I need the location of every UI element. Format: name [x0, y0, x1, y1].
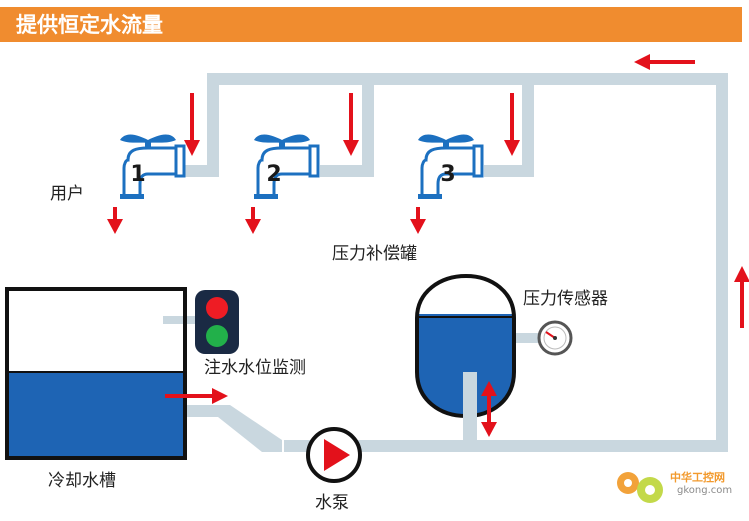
arrow-out-3-icon — [410, 207, 426, 234]
pump-icon — [306, 427, 362, 483]
arrow-down-1-icon — [184, 93, 200, 156]
tank-water — [7, 372, 185, 458]
arrow-right-up-icon — [734, 266, 749, 328]
faucet-number-1: 1 — [130, 162, 145, 187]
arrow-down-2-icon — [343, 93, 359, 156]
watermark-text-en: gkong.com — [677, 485, 733, 496]
label-cooling-tank: 冷却水槽 — [48, 471, 116, 491]
level-monitor — [195, 290, 239, 354]
label-pump: 水泵 — [315, 493, 349, 513]
traffic-light-body — [195, 290, 239, 354]
flow-arrows — [107, 54, 749, 437]
green-light-icon — [206, 325, 228, 347]
branch-pipe-2 — [320, 165, 374, 177]
cooling-tank — [5, 287, 187, 460]
sensor-pipe — [510, 333, 540, 343]
right-pipe — [716, 73, 728, 452]
pressure-gauge-icon — [537, 320, 573, 356]
label-level-monitor: 注水水位监测 — [204, 358, 306, 378]
drop-pipe-1 — [207, 73, 219, 177]
arrow-tank-outflow-icon — [165, 388, 228, 404]
arrow-down-3-icon — [504, 93, 520, 156]
label-pressure-sensor: 压力传感器 — [523, 289, 608, 309]
arrow-out-1-icon — [107, 207, 123, 234]
arrow-top-left-icon — [634, 54, 695, 70]
level-sensor-pipe — [163, 316, 195, 324]
bottom-pipe — [284, 440, 728, 452]
tank-outline — [5, 287, 187, 460]
faucet-number-2: 2 — [266, 162, 281, 187]
arrow-out-2-icon — [245, 207, 261, 234]
watermark-text-cn: 中华工控网 — [670, 471, 725, 484]
label-pressure-tank: 压力补偿罐 — [332, 244, 417, 264]
top-pipe — [207, 73, 728, 85]
drop-pipe-2 — [362, 85, 374, 177]
arrow-bidirectional-icon — [481, 381, 497, 437]
branch-pipe-1 — [180, 165, 219, 177]
outlet-pipe — [186, 405, 282, 452]
watermark-logo-icon — [617, 472, 663, 503]
page-title: 提供恒定水流量 — [16, 13, 163, 37]
title-bar: 提供恒定水流量 — [0, 7, 742, 42]
tank-inner-pipe — [463, 372, 477, 444]
drop-pipe-3 — [522, 85, 534, 177]
label-user: 用户 — [50, 184, 84, 204]
branch-pipe-3 — [484, 165, 534, 177]
pressure-tank — [415, 273, 516, 444]
faucet-number-3: 3 — [440, 162, 455, 187]
faucet-2 — [252, 133, 320, 201]
red-light-icon — [206, 297, 228, 319]
